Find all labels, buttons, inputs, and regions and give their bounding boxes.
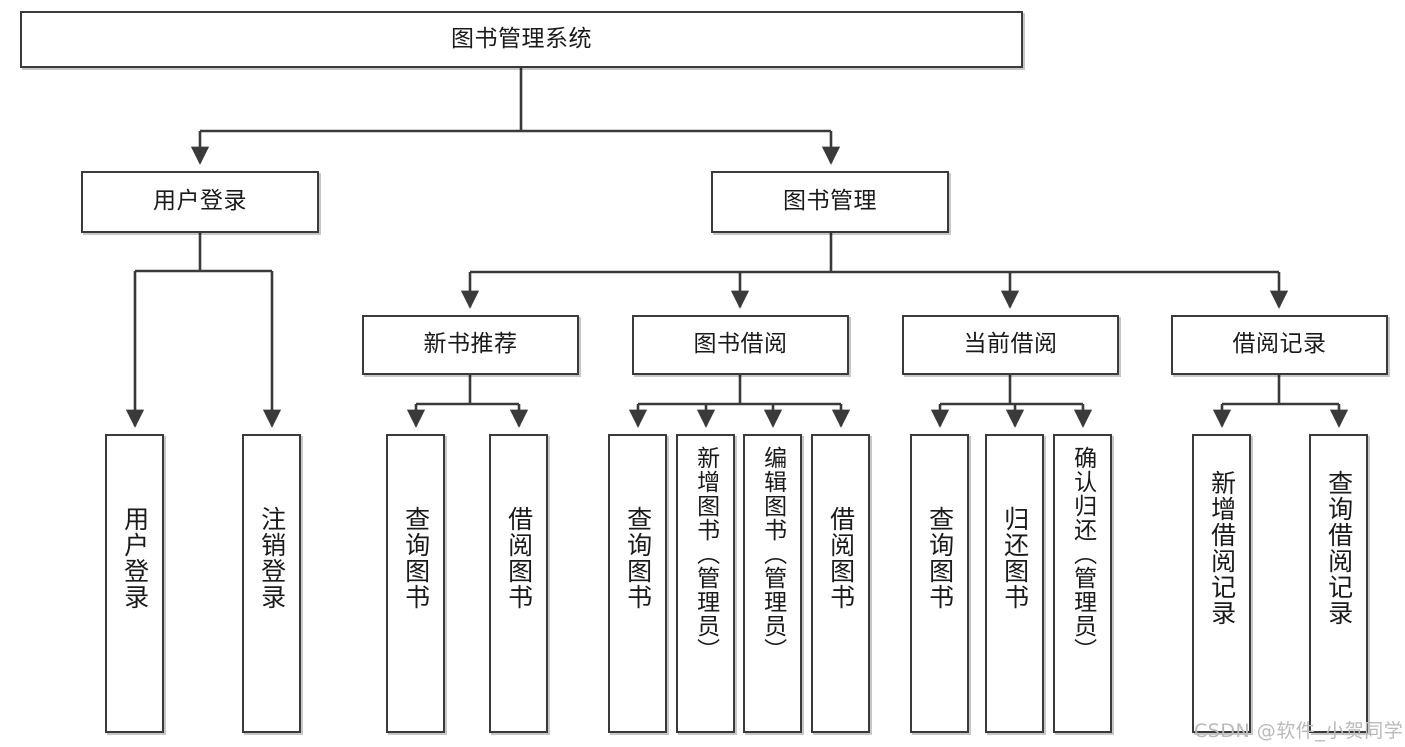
node-book-manage[interactable]: 图书管理 xyxy=(711,171,949,233)
node-leaf-confirm-return[interactable]: 确认归还（管理员） xyxy=(1053,434,1112,733)
node-leaf-query-book-cur-label: 查询图书 xyxy=(925,506,955,610)
node-leaf-query-book-borrow-label: 查询图书 xyxy=(623,506,653,610)
node-leaf-edit-book[interactable]: 编辑图书（管理员） xyxy=(743,434,802,733)
node-leaf-query-book-rec[interactable]: 查询图书 xyxy=(386,434,445,733)
node-new-book-recommend-label: 新书推荐 xyxy=(423,331,518,358)
node-leaf-borrow-book[interactable]: 借阅图书 xyxy=(811,434,870,733)
node-borrow-record-label: 借阅记录 xyxy=(1232,331,1327,358)
node-leaf-query-book-rec-label: 查询图书 xyxy=(401,506,431,610)
node-leaf-confirm-return-label: 确认归还（管理员） xyxy=(1069,446,1096,662)
node-leaf-edit-book-label: 编辑图书（管理员） xyxy=(759,446,786,662)
node-leaf-return-book-label: 归还图书 xyxy=(1000,506,1030,610)
node-leaf-logout[interactable]: 注销登录 xyxy=(242,434,301,733)
node-leaf-add-book-label: 新增图书（管理员） xyxy=(692,446,719,662)
node-leaf-query-book-cur[interactable]: 查询图书 xyxy=(910,434,969,733)
node-root[interactable]: 图书管理系统 xyxy=(20,11,1023,68)
node-new-book-recommend[interactable]: 新书推荐 xyxy=(362,315,579,375)
node-leaf-query-record-label: 查询借阅记录 xyxy=(1324,470,1354,626)
csdn-watermark: CSDN @软件_小贺同学 xyxy=(1194,720,1404,742)
node-leaf-query-record[interactable]: 查询借阅记录 xyxy=(1309,434,1368,733)
node-borrow-record[interactable]: 借阅记录 xyxy=(1171,315,1388,375)
node-leaf-add-record-label: 新增借阅记录 xyxy=(1207,470,1237,626)
node-leaf-borrow-book-rec[interactable]: 借阅图书 xyxy=(489,434,548,733)
node-user-login-label: 用户登录 xyxy=(153,188,247,215)
node-leaf-user-login[interactable]: 用户登录 xyxy=(105,434,164,733)
node-leaf-add-book[interactable]: 新增图书（管理员） xyxy=(676,434,735,733)
node-leaf-query-book-borrow[interactable]: 查询图书 xyxy=(608,434,667,733)
node-leaf-return-book[interactable]: 归还图书 xyxy=(985,434,1044,733)
node-current-borrow[interactable]: 当前借阅 xyxy=(902,315,1119,375)
node-book-manage-label: 图书管理 xyxy=(783,188,877,215)
node-book-borrow-label: 图书借阅 xyxy=(693,331,788,358)
node-book-borrow[interactable]: 图书借阅 xyxy=(632,315,849,375)
node-leaf-borrow-book-label: 借阅图书 xyxy=(826,506,856,610)
node-leaf-logout-label: 注销登录 xyxy=(257,506,287,610)
node-leaf-user-login-label: 用户登录 xyxy=(120,506,150,610)
node-leaf-add-record[interactable]: 新增借阅记录 xyxy=(1192,434,1251,733)
node-current-borrow-label: 当前借阅 xyxy=(963,331,1058,358)
node-user-login[interactable]: 用户登录 xyxy=(81,171,319,233)
node-root-label: 图书管理系统 xyxy=(451,25,592,52)
node-leaf-borrow-book-rec-label: 借阅图书 xyxy=(504,506,534,610)
